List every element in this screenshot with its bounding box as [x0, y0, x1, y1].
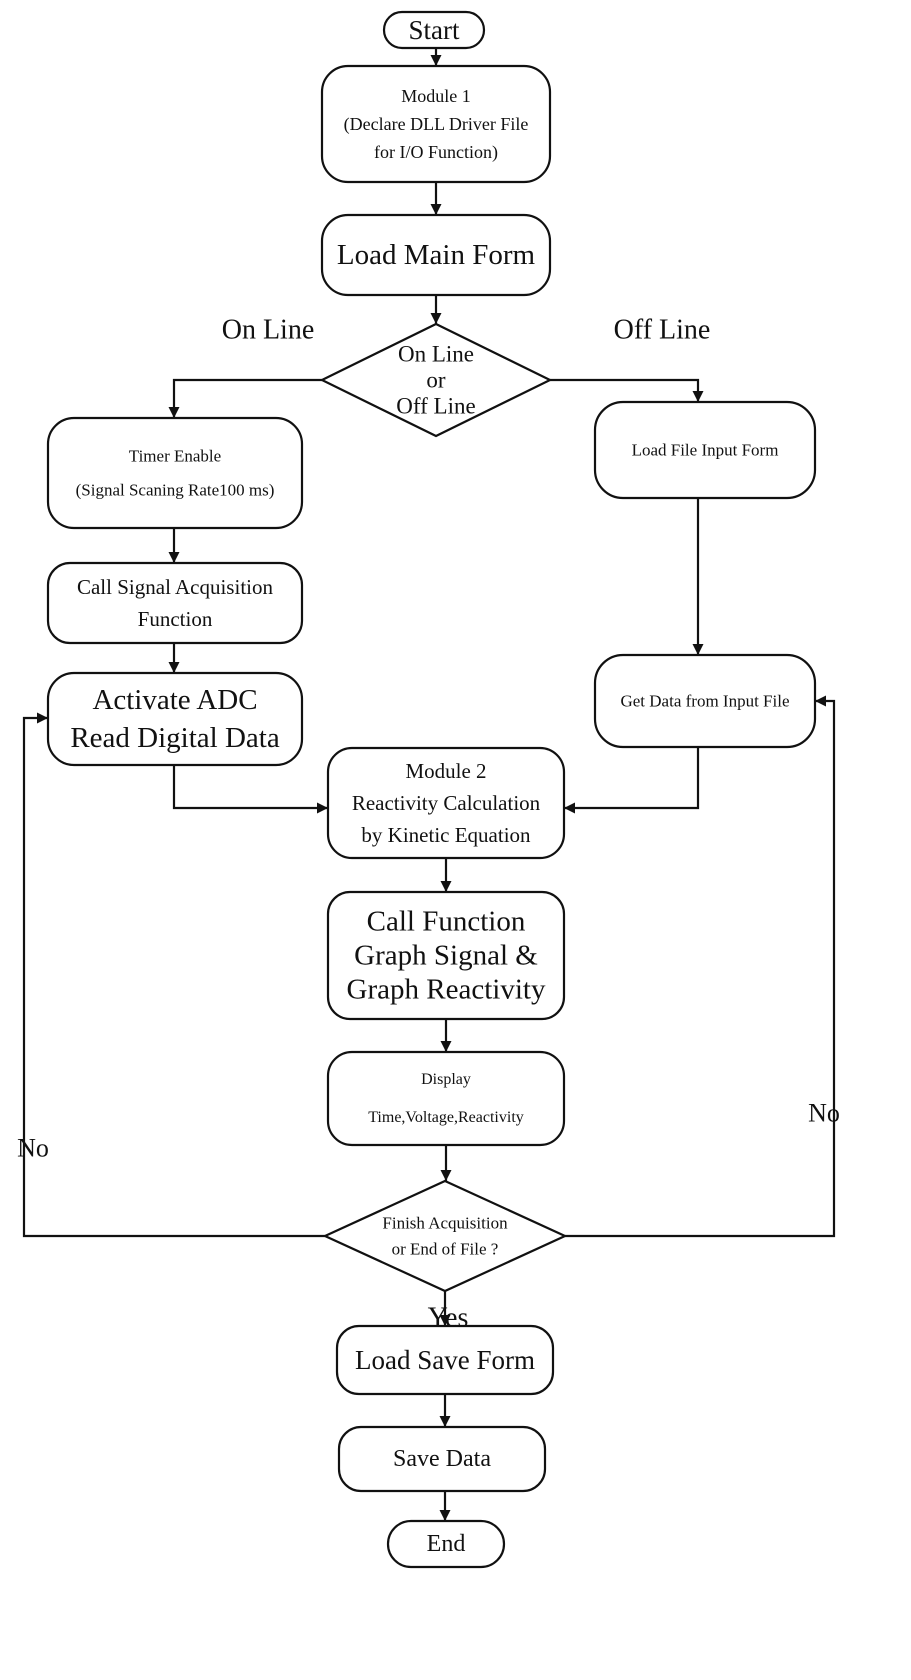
edge-label-no-right: No [808, 1099, 840, 1128]
edge-label-offline: Off Line [614, 315, 711, 346]
timer-text-line: (Signal Scaning Rate100 ms) [76, 481, 275, 500]
arrowhead [439, 1510, 451, 1521]
arrowhead [564, 802, 575, 814]
arrowhead [440, 1041, 452, 1052]
module1-node: Module 1 (Declare DLL Driver File for I/O … [320, 64, 552, 184]
adc-text-line: Read Digital Data [70, 722, 280, 754]
process-box [46, 671, 304, 767]
edge-label-no-left: No [17, 1134, 49, 1163]
call-acq-text-line: Call Signal Acquisition [77, 575, 274, 599]
process-box [326, 1050, 566, 1147]
call-acq-text-line: Function [138, 607, 213, 631]
end-text-line: End [427, 1531, 466, 1557]
timer-text-line: Timer Enable [129, 447, 221, 466]
terminal-shape [382, 10, 486, 50]
arrowhead [317, 802, 328, 814]
arrowhead [168, 407, 180, 418]
process-box [46, 561, 304, 645]
module2-text-line: by Kinetic Equation [361, 823, 531, 847]
arrowhead [440, 881, 452, 892]
arrowhead [37, 712, 48, 724]
arrowhead [430, 313, 442, 324]
process-box [326, 746, 566, 860]
flow-arrow [564, 747, 700, 810]
edge-label-yes: Yes [428, 1303, 469, 1334]
process-box [335, 1324, 555, 1396]
timer-node: Timer Enable (Signal Scaning Rate100 ms) [46, 416, 304, 530]
load-main-text-line: Load Main Form [337, 239, 536, 271]
graph-text-line: Graph Signal & [354, 940, 538, 972]
process-box [46, 416, 304, 530]
flow-edges [22, 48, 836, 1521]
start-node: Start [382, 10, 486, 50]
graph-text-line: Call Function [367, 906, 526, 938]
module2-text-line: Reactivity Calculation [352, 791, 541, 815]
module2-text-line: Module 2 [405, 759, 486, 783]
finish-text-line: or End of File ? [392, 1240, 499, 1259]
module1-text-line: for I/O Function) [374, 142, 498, 163]
arrowhead [168, 662, 180, 673]
arrowhead [168, 552, 180, 563]
save-text-line: Save Data [393, 1446, 491, 1472]
process-box [320, 64, 552, 184]
display-text-line: Display [421, 1071, 471, 1088]
flow-arrow [172, 765, 328, 810]
adc-text-line: Activate ADC [92, 684, 257, 716]
get-data-text-line: Get Data from Input File [620, 692, 789, 711]
arrowhead [439, 1315, 451, 1326]
terminal-shape [386, 1519, 506, 1569]
flow-arrow [565, 699, 836, 1238]
load-save-text-line: Load Save Form [355, 1345, 535, 1375]
end-node: End [386, 1519, 506, 1569]
load-file-node: Load File Input Form [593, 400, 817, 500]
process-box [337, 1425, 547, 1493]
get-data-node: Get Data from Input File [593, 653, 817, 749]
decision-diamond [322, 1179, 568, 1293]
mode-text-line: or [426, 368, 446, 393]
decision-diamond [319, 322, 553, 438]
process-box [593, 653, 817, 749]
arrowhead [440, 1170, 452, 1181]
start-text-line: Start [409, 15, 460, 45]
arrowhead [692, 391, 704, 402]
arrowhead [430, 204, 442, 215]
process-box [326, 890, 566, 1021]
process-box [593, 400, 817, 500]
load-save-node: Load Save Form [335, 1324, 555, 1396]
flow-arrow [550, 378, 700, 402]
arrowhead [692, 644, 704, 655]
process-box [320, 213, 552, 297]
module2-node: Module 2 Reactivity Calculation by Kinetic… [326, 746, 566, 860]
module1-text-line: Module 1 [401, 86, 471, 106]
module1-text-line: (Declare DLL Driver File [344, 114, 529, 135]
finish-text-line: Finish Acquisition [382, 1214, 508, 1233]
flow-arrow [22, 716, 325, 1238]
arrowhead [815, 695, 826, 707]
arrowhead [439, 1416, 451, 1427]
adc-node: Activate ADC Read Digital Data [46, 671, 304, 767]
load-file-text-line: Load File Input Form [632, 441, 779, 460]
load-main-node: Load Main Form [320, 213, 552, 297]
finish-decision: Finish Acquisition or End of File ? [322, 1179, 568, 1293]
mode-text-line: On Line [398, 342, 474, 367]
flow-arrow [172, 378, 322, 418]
edge-label-online: On Line [222, 315, 315, 346]
mode-text-line: Off Line [396, 394, 475, 419]
arrowhead [430, 55, 442, 66]
graph-text-line: Graph Reactivity [347, 974, 546, 1006]
display-text-line: Time,Voltage,Reactivity [368, 1109, 524, 1126]
save-node: Save Data [337, 1425, 547, 1493]
